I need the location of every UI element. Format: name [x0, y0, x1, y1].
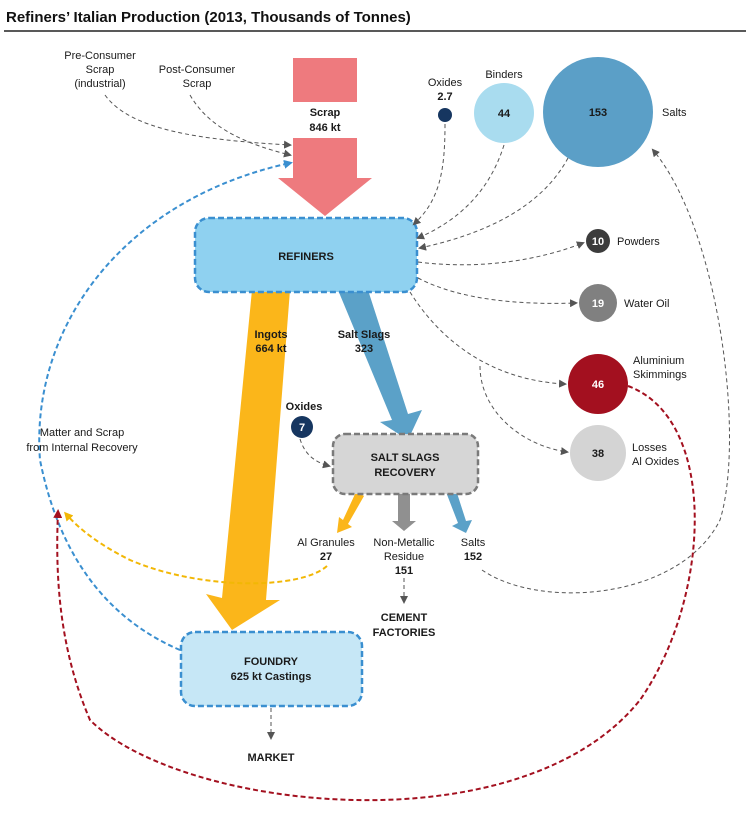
water-oil-circle	[579, 284, 617, 322]
skimmings-recycle-loop	[53, 385, 696, 802]
powders-value: 10	[592, 236, 604, 248]
oxides-circle-mid	[291, 416, 313, 438]
recovery-label-1: SALT SLAGS	[371, 452, 440, 464]
scrap-flow-top	[293, 58, 357, 102]
salts-to-refiners	[418, 157, 569, 251]
salts-value: 153	[589, 107, 607, 119]
recovery-box	[331, 432, 480, 496]
salts-recycle-connector	[481, 148, 730, 594]
internal-recovery-label-1: Matter and Scrap	[40, 427, 124, 439]
scrap-label: Scrap	[310, 107, 341, 119]
refiners-to-skimmings	[409, 291, 567, 388]
residue-value: 151	[395, 565, 413, 577]
refiners-to-water-oil	[417, 277, 578, 308]
salt-slags-value: 323	[355, 343, 373, 355]
granules-recycle-loop	[64, 511, 328, 585]
refiners-to-powders	[417, 241, 585, 266]
skimmings-circle	[568, 354, 628, 414]
oxides-mid-value: 7	[299, 422, 305, 434]
losses-value: 38	[592, 448, 604, 460]
refiners-to-losses	[479, 365, 569, 456]
post-consumer-connector	[189, 94, 292, 158]
salt-slags-flow-arrow	[338, 290, 422, 440]
recovery-salts-value: 152	[464, 551, 482, 563]
oxides-top-label: Oxides	[428, 77, 463, 89]
granules-flow-arrow	[337, 492, 364, 533]
powders-circle	[586, 229, 610, 253]
ingots-value: 664 kt	[255, 343, 287, 355]
internal-recovery-loop	[38, 159, 293, 651]
oxides-circle-top	[438, 108, 452, 122]
binders-circle	[474, 83, 534, 143]
post-consumer-label-2: Scrap	[183, 78, 212, 90]
pre-consumer-label-3: (industrial)	[74, 78, 125, 90]
salts-circle	[543, 57, 653, 167]
skimmings-label-2: Skimmings	[633, 369, 687, 381]
residue-flow-arrow	[392, 492, 416, 531]
residue-label-1: Non-Metallic	[373, 537, 435, 549]
residue-label-2: Residue	[384, 551, 424, 563]
ingots-label: Ingots	[255, 329, 288, 341]
skimmings-label-1: Aluminium	[633, 355, 684, 367]
recovery-label-2: RECOVERY	[374, 467, 436, 479]
refiners-label: REFINERS	[278, 251, 334, 263]
skimmings-value: 46	[592, 379, 604, 391]
market-label: MARKET	[247, 752, 294, 764]
salts-label: Salts	[662, 107, 687, 119]
scrap-flow-arrow	[278, 138, 372, 216]
pre-consumer-label-1: Pre-Consumer	[64, 50, 136, 62]
page-title: Refiners’ Italian Production (2013, Thou…	[6, 9, 411, 26]
salts-flow-arrow	[446, 490, 472, 533]
oxides-top-value: 2.7	[437, 91, 452, 103]
losses-label-2: Al Oxides	[632, 456, 680, 468]
granules-label: Al Granules	[297, 537, 355, 549]
water-oil-label: Water Oil	[624, 298, 669, 310]
binders-value: 44	[498, 108, 511, 120]
oxides-mid-label: Oxides	[286, 401, 323, 413]
binders-to-refiners	[416, 144, 505, 240]
losses-label-1: Losses	[632, 442, 667, 454]
foundry-sub: 625 kt Castings	[231, 671, 312, 683]
binders-label: Binders	[485, 69, 523, 81]
pre-consumer-connector	[104, 94, 292, 149]
oxides-to-recovery	[299, 438, 331, 469]
salt-slags-label: Salt Slags	[338, 329, 391, 341]
ingots-flow-arrow	[206, 290, 290, 630]
cement-label-2: FACTORIES	[373, 627, 436, 639]
losses-circle	[570, 425, 626, 481]
oxides-to-refiners	[412, 123, 446, 226]
pre-consumer-label-2: Scrap	[86, 64, 115, 76]
granules-value: 27	[320, 551, 332, 563]
cement-label-1: CEMENT	[381, 612, 428, 624]
powders-label: Powders	[617, 236, 660, 248]
internal-recovery-label-2: from Internal Recovery	[26, 442, 138, 454]
foundry-box	[179, 630, 364, 708]
refiners-box	[193, 216, 419, 294]
scrap-value: 846 kt	[309, 122, 341, 134]
water-oil-value: 19	[592, 298, 604, 310]
foundry-label: FOUNDRY	[244, 656, 299, 668]
recovery-salts-label: Salts	[461, 537, 486, 549]
post-consumer-label-1: Post-Consumer	[159, 64, 236, 76]
